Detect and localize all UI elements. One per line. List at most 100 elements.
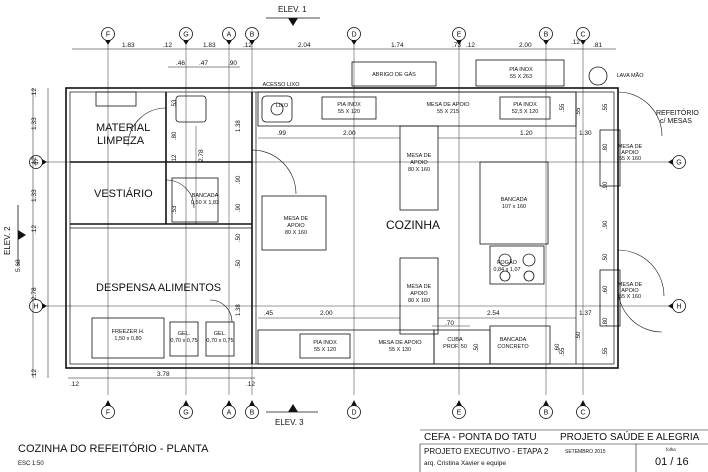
dimension: .12 <box>31 369 38 378</box>
fixture-labels: ACESSO LIXO ABRIGO DE GÁS PIA INOX 55 X … <box>112 67 645 353</box>
grid-bubble-pointer <box>105 40 111 45</box>
dimension: .55 <box>603 103 609 112</box>
grid-bubble: G <box>668 155 686 169</box>
dimension-text-small: .55 .55 .53 .80 .12 .53 .90 1.38 .90 .50… <box>172 99 609 356</box>
label: 0,70 x 0,75 <box>206 338 233 344</box>
grid-bubble-label: F <box>106 410 110 417</box>
label: APOIO <box>621 288 639 294</box>
dimension: .50 <box>236 259 242 268</box>
label: MESA DE <box>618 282 643 288</box>
room-name: c/ MESAS <box>660 118 692 125</box>
grid-bubble: F <box>101 27 115 45</box>
elevation-label: ELEV. 3 <box>275 418 304 427</box>
dimension: .55 <box>603 347 609 356</box>
dimension: .73 <box>452 42 461 49</box>
grid-bubble-label: H <box>676 304 681 311</box>
grid-bubble-label: B <box>544 32 549 39</box>
grid-bubble-label: B <box>250 410 255 417</box>
label: ACESSO LIXO <box>263 82 301 88</box>
label: 55 X 120 <box>314 347 336 353</box>
grid-bubble-pointer <box>351 40 357 45</box>
drawing-title: COZINHA DO REFEITÓRIO - PLANTA <box>18 443 209 455</box>
label: 0,84 x 1,07 <box>493 267 520 273</box>
grid-bubble: B <box>245 27 259 45</box>
label: 55 X 263 <box>510 74 532 80</box>
grid-bubble: G <box>179 27 193 45</box>
label: 80 X 160 <box>408 298 430 304</box>
grid-bubble-label: G <box>33 160 38 167</box>
label: 55 X 160 <box>619 156 641 162</box>
grid-bubble-label: G <box>183 32 188 39</box>
project-name: CEFA - PONTA DO TATU <box>424 432 537 443</box>
grid-bubble-pointer <box>580 40 586 45</box>
grid-bubble-label: D <box>351 32 356 39</box>
dimension: .70 <box>445 320 454 327</box>
sheet-number: 01 / 16 <box>655 456 689 468</box>
label: MESA DE APOIO <box>426 102 470 108</box>
dimension: 1.38 <box>236 304 242 316</box>
dimension: .60 <box>555 343 561 352</box>
dimension-lines-interior <box>195 126 576 327</box>
project-date: SETEMBRO 2015 <box>565 449 606 455</box>
grid-bubble-pointer <box>668 159 673 165</box>
dimension: .12 <box>466 42 475 49</box>
elevation-marker-3: ELEV. 3 <box>266 404 318 427</box>
dimension: .90 <box>603 220 609 229</box>
grid-bubble: B <box>539 27 553 45</box>
dimension: .60 <box>603 285 609 294</box>
label: MESA DE <box>407 284 432 290</box>
label: 52,5 X 120 <box>512 109 539 115</box>
grid-bubble-pointer <box>351 400 357 406</box>
dimension: .12 <box>31 157 38 166</box>
grid-bubble-pointer <box>226 400 232 406</box>
label: APOIO <box>287 223 305 229</box>
label: 55 X 130 <box>389 347 411 353</box>
grid-bubble-pointer <box>42 303 47 309</box>
label: GEL. <box>214 331 227 337</box>
label: FOGÃO <box>497 259 518 266</box>
elevation-marker-2: ELEV. 2 <box>3 205 26 265</box>
fixtures <box>91 59 621 365</box>
grid-bubble-pointer <box>226 40 232 45</box>
elevation-marker-1: ELEV. 1 <box>266 5 320 26</box>
label: PROF. 50 <box>443 344 467 350</box>
label: BANCADA <box>192 193 219 199</box>
label: 0,70 x 0,75 <box>170 338 197 344</box>
dimension: 3.78 <box>157 371 170 378</box>
program-name: PROJETO SAÚDE E ALEGRIA <box>560 432 700 443</box>
dimension: 2.54 <box>487 310 500 317</box>
grid-bubble: H <box>29 299 47 313</box>
label: 55 X 120 <box>338 109 360 115</box>
dimension: .81 <box>593 42 602 49</box>
grid-bubble: B <box>539 400 553 419</box>
grid-bubble: C <box>576 27 590 45</box>
dimension: .99 <box>277 130 286 137</box>
label: ABRIGO DE GÁS <box>372 71 416 78</box>
grid-bubble-label: B <box>544 410 549 417</box>
label: LIXO <box>276 103 289 109</box>
label: BANCADA <box>500 337 527 343</box>
grid-bubble: H <box>668 299 686 313</box>
label: 0,50 X 1,83 <box>191 200 219 206</box>
elevation-label: ELEV. 2 <box>3 226 12 255</box>
label: CUBA <box>447 337 463 343</box>
grid-bubble: C <box>576 400 590 419</box>
dimension: .55 <box>576 107 582 116</box>
dimension: 2.78 <box>198 149 205 162</box>
grid-bubble: A <box>222 27 236 45</box>
grid-bubble-pointer <box>456 40 462 45</box>
label: PIA INOX <box>513 102 537 108</box>
dimension: .50 <box>576 331 582 340</box>
room-name: VESTIÁRIO <box>94 187 153 200</box>
grid-bubble: D <box>347 27 361 45</box>
dimension-line-left <box>32 88 49 378</box>
dimension: 1.83 <box>122 42 135 49</box>
dimension: 1.33 <box>31 189 38 202</box>
grid-bubble: A <box>222 400 236 419</box>
dimension: 1.37 <box>579 310 592 317</box>
dimension: .80 <box>603 143 609 152</box>
grid-bubble-pointer <box>249 40 255 45</box>
dimension: .90 <box>236 175 242 184</box>
